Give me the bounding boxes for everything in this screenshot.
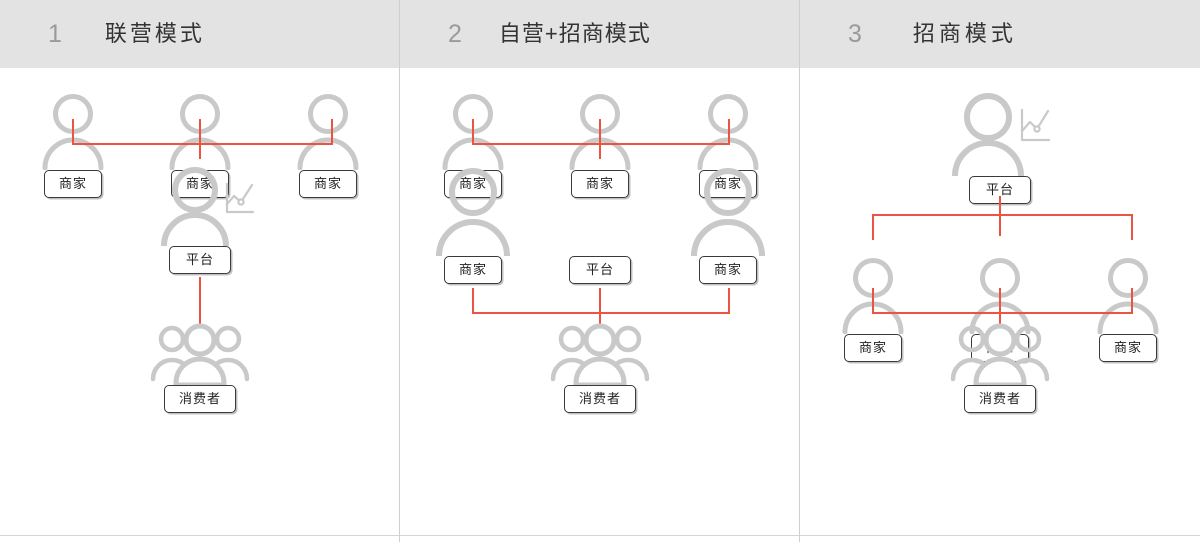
panel-bottom-rule [400,535,800,536]
node-label: 消费者 [163,385,236,413]
panel-3-number: 3 [848,19,863,48]
connector-top-2-drop [599,119,601,159]
person-icon [1085,252,1171,334]
panel-2-stage: 商家 商家 商家 [400,68,800,542]
person-with-chart-icon [948,90,1052,176]
connector-to-merchant-1 [872,214,874,240]
connector-to-merchant-3 [1131,214,1133,240]
node-consumer[interactable]: 消费者 [140,323,260,413]
person-icon [682,164,774,256]
node-consumer[interactable]: 消费者 [940,323,1060,413]
node-label: 商家 [298,170,357,198]
connector-merchant-1-drop [72,119,74,144]
people-group-icon [550,323,650,385]
connector-mid-1-drop [472,288,474,313]
node-label: 商家 [443,256,502,284]
node-label: 平台 [168,246,231,274]
node-merchant-mid-2[interactable]: 商家 [668,164,788,284]
person-icon [285,88,371,170]
panel-3-title: 招商模式 [912,21,1017,46]
panel-bottom-rule [800,535,1200,536]
panel-2-number: 2 [448,19,463,48]
connector-top-1-drop [472,119,474,144]
people-group-icon [150,323,250,385]
node-platform[interactable]: 平台 [140,164,260,274]
panel-model-3: 3 招商模式 平台 [800,0,1200,542]
platform-spacer [554,164,646,256]
panel-3-header: 3 招商模式 [800,0,1200,68]
connector-platform-bus [872,214,1133,216]
person-icon [427,164,519,256]
connector-mid-2-drop [599,288,601,328]
node-label: 商家 [43,170,102,198]
connector-merchant-2-drop [199,119,201,159]
connector-top-bus [472,143,730,145]
panel-bottom-rule [0,535,400,536]
connector-mid-3-drop [728,288,730,313]
panel-2-title: 自营+招商模式 [498,21,651,46]
chart-badge-icon [225,182,255,214]
connector-merchant-2-drop [999,288,1001,328]
panel-3-stage: 平台 商家 [800,68,1200,542]
connector-platform-to-consumer [199,277,201,325]
panel-model-2: 2 自营+招商模式 商家 [400,0,800,542]
chart-badge-icon [1020,108,1051,142]
node-platform[interactable]: 平台 [940,90,1060,204]
node-label: 平台 [568,256,631,284]
node-merchant-mid-1[interactable]: 商家 [413,164,533,284]
node-label: 消费者 [563,385,636,413]
node-platform[interactable]: 平台 [540,164,660,284]
node-label: 商家 [1098,334,1157,362]
node-merchant-top-2[interactable]: 商家 [540,88,660,198]
node-merchant-3[interactable]: 商家 [268,88,388,198]
node-label: 商家 [570,170,629,198]
node-merchant-1[interactable]: 商家 [813,252,933,362]
panel-model-1: 1 联营模式 商家 [0,0,400,542]
people-group-icon [950,323,1050,385]
panel-1-title: 联营模式 [104,21,205,46]
connector-top-3-drop [728,119,730,144]
connector-merchant-1-drop [872,288,874,313]
connector-merchant-bus [872,312,1133,314]
panel-1-header: 1 联营模式 [0,0,399,68]
node-label: 商家 [698,256,757,284]
node-merchant-3[interactable]: 商家 [1068,252,1188,362]
connector-merchant-bus [72,143,333,145]
panel-2-header: 2 自营+招商模式 [400,0,799,68]
connector-mid-bus [472,312,730,314]
person-with-chart-icon [157,164,255,246]
connector-platform-drop [999,196,1001,236]
panel-1-number: 1 [48,19,63,48]
node-label: 商家 [843,334,902,362]
panel-1-stage: 商家 商家 商家 [0,68,400,542]
node-label: 消费者 [963,385,1036,413]
connector-merchant-3-drop [1131,288,1133,313]
connector-merchant-3-drop [331,119,333,144]
node-consumer[interactable]: 消费者 [540,323,660,413]
